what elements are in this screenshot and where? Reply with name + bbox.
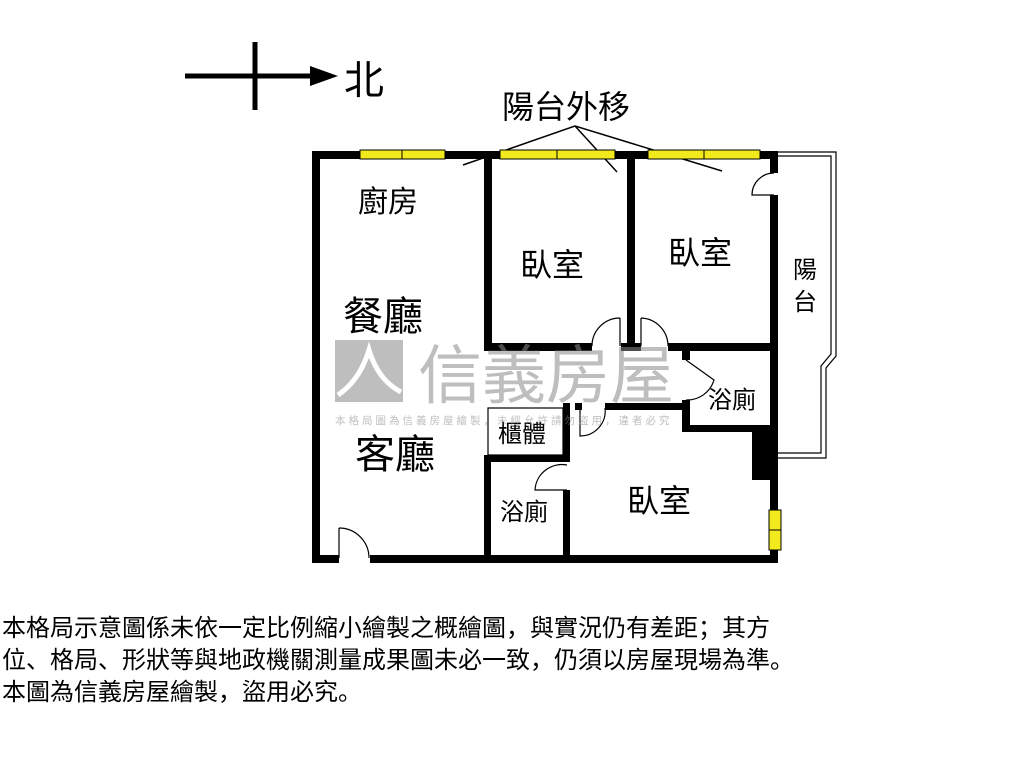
doors (338, 172, 775, 559)
room-balcony-char2: 台 (793, 288, 817, 316)
room-dining: 餐廳 (343, 294, 423, 340)
disclaimer-line-2: 位、格局、形狀等與地政機關測量成果圖未必一致，仍須以房屋現場為準。 (2, 646, 794, 674)
room-bedroom-3: 臥室 (627, 482, 691, 520)
room-cabinet: 櫃體 (498, 420, 546, 448)
watermark-brand: 信義房屋 (418, 340, 674, 414)
room-bath-2: 浴廁 (500, 498, 548, 526)
north-label: 北 (344, 58, 384, 104)
annotation-leader-lines (462, 125, 723, 173)
disclaimer-line-1: 本格局示意圖係未依一定比例縮小繪製之概繪圖，與實況仍有差距；其方 (2, 614, 770, 642)
disclaimer: 本格局示意圖係未依一定比例縮小繪製之概繪圖，與實況仍有差距；其方 位、格局、形狀… (2, 612, 1024, 708)
brand-logo-icon (335, 340, 403, 402)
room-living: 客廳 (355, 432, 435, 478)
windows (359, 149, 782, 551)
watermark-notice: 本格局圖為信義房屋繪製，未經允許請勿盜用，違者必究 (335, 414, 673, 427)
north-arrow-icon (185, 42, 338, 110)
disclaimer-line-3: 本圖為信義房屋繪製，盜用必究。 (2, 678, 362, 706)
balcony-moved-label: 陽台外移 (502, 88, 630, 126)
room-bath-1: 浴廁 (708, 386, 756, 414)
room-balcony-char1: 陽 (793, 256, 817, 284)
cabinet-box (487, 407, 564, 456)
room-bedroom-1: 臥室 (520, 246, 584, 284)
watermark: 信義房屋 本格局圖為信義房屋繪製，未經允許請勿盜用，違者必究 (335, 340, 674, 427)
room-kitchen: 廚房 (358, 185, 418, 220)
balcony-outline (778, 151, 837, 459)
room-bedroom-2: 臥室 (668, 234, 732, 272)
